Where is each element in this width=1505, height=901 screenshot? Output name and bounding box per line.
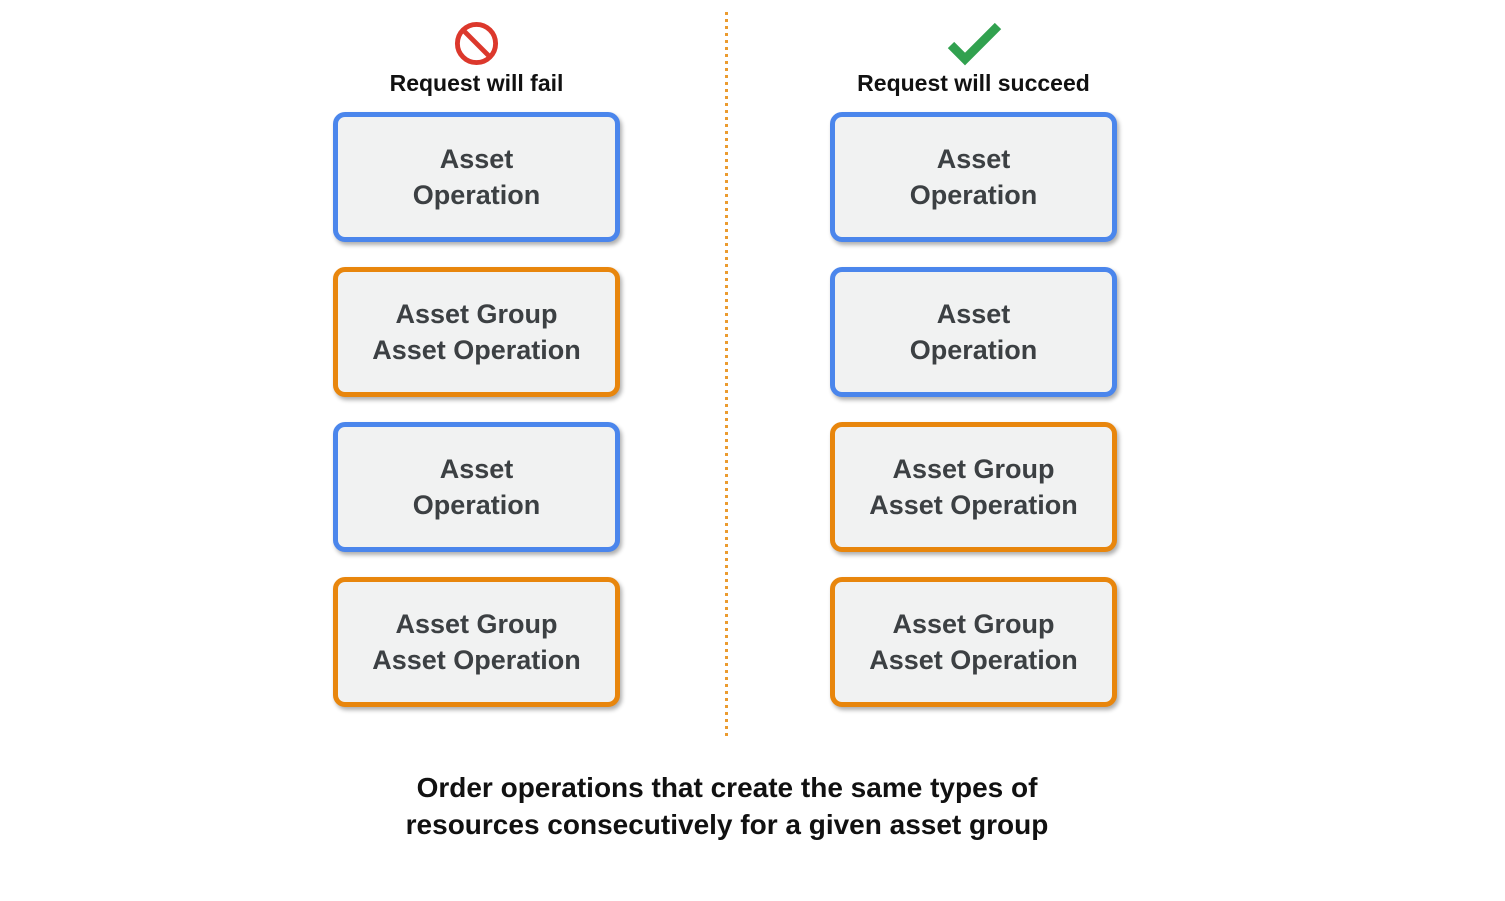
- succeed-box-stack: Asset Operation Asset Operation Asset Gr…: [830, 112, 1117, 707]
- fail-box-3-asset-operation: Asset Operation: [333, 422, 620, 552]
- diagram-caption: Order operations that create the same ty…: [0, 769, 1454, 843]
- fail-box-4-asset-group-asset-operation: Asset Group Asset Operation: [333, 577, 620, 707]
- checkmark-icon: [942, 18, 1006, 68]
- box-label-line: Asset: [439, 144, 514, 174]
- box-label-line: Asset Operation: [869, 645, 1078, 675]
- succeed-column-title: Request will succeed: [857, 70, 1090, 96]
- box-label-line: Asset: [439, 454, 514, 484]
- box-label-line: Operation: [909, 180, 1038, 210]
- box-label-line: Asset: [936, 299, 1011, 329]
- box-label-line: Asset Operation: [372, 645, 581, 675]
- fail-column-title: Request will fail: [389, 70, 564, 96]
- succeed-box-3-asset-group-asset-operation: Asset Group Asset Operation: [830, 422, 1117, 552]
- fail-box-stack: Asset Operation Asset Group Asset Operat…: [333, 112, 620, 707]
- box-label-line: Asset Group: [892, 454, 1055, 484]
- succeed-box-2-asset-operation: Asset Operation: [830, 267, 1117, 397]
- fail-column: Request will fail Asset Operation Asset …: [333, 0, 620, 707]
- box-label-line: Asset Group: [395, 609, 558, 639]
- box-label-line: Asset Operation: [869, 490, 1078, 520]
- succeed-box-4-asset-group-asset-operation: Asset Group Asset Operation: [830, 577, 1117, 707]
- box-label-line: Operation: [412, 490, 541, 520]
- prohibited-icon: [453, 18, 500, 68]
- box-label-line: Operation: [412, 180, 541, 210]
- box-label-line: Asset: [936, 144, 1011, 174]
- box-label-line: Asset Group: [395, 299, 558, 329]
- box-label-line: Asset Group: [892, 609, 1055, 639]
- fail-box-2-asset-group-asset-operation: Asset Group Asset Operation: [333, 267, 620, 397]
- dotted-divider: [725, 12, 728, 738]
- succeed-box-1-asset-operation: Asset Operation: [830, 112, 1117, 242]
- box-label-line: Asset Operation: [372, 335, 581, 365]
- box-label-line: Operation: [909, 335, 1038, 365]
- caption-line-1: Order operations that create the same ty…: [416, 772, 1038, 803]
- succeed-column: Request will succeed Asset Operation Ass…: [830, 0, 1117, 707]
- fail-box-1-asset-operation: Asset Operation: [333, 112, 620, 242]
- caption-line-2: resources consecutively for a given asse…: [405, 809, 1049, 840]
